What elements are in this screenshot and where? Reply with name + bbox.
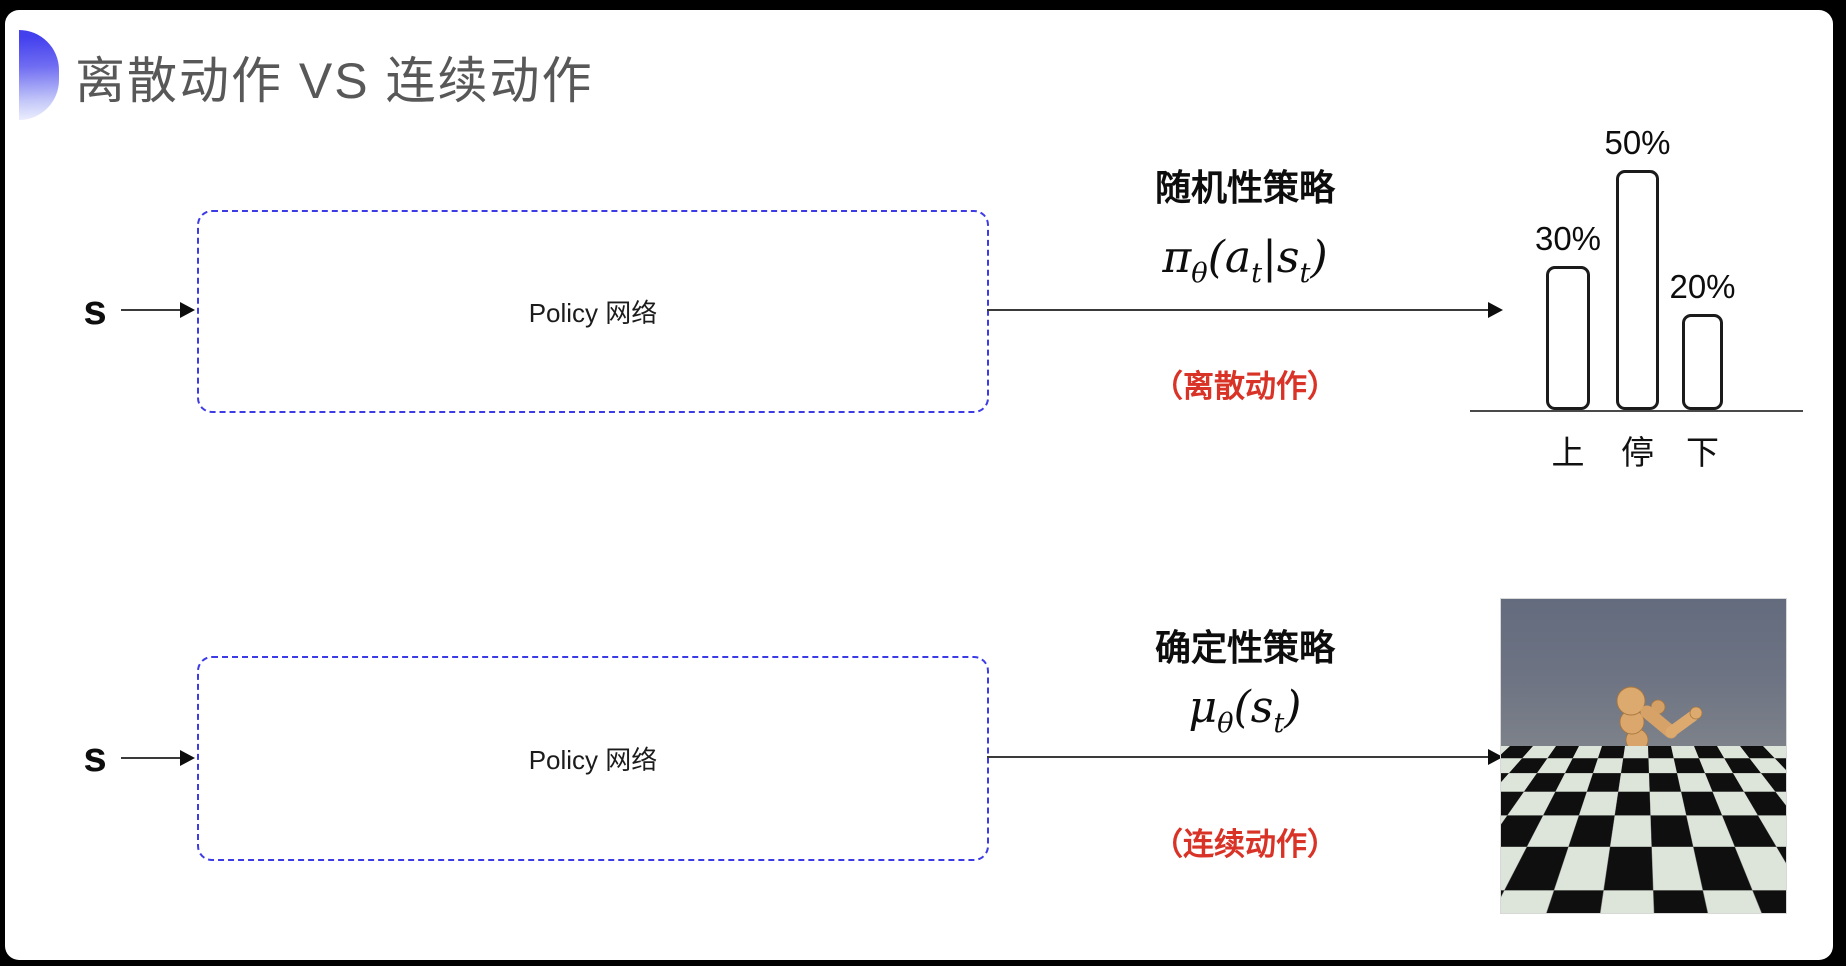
bar-category-label: 上 <box>1552 426 1585 474</box>
bar-column-stop: 50% 停 <box>1616 124 1659 410</box>
formula-part: ) <box>1284 682 1301 733</box>
slide: 离散动作 VS 连续动作 s Policy 网络 随机性策略 πθ(at|st)… <box>5 10 1833 960</box>
bar-column-down: 20% 下 <box>1682 268 1723 410</box>
humanoid-simulation-image <box>1500 598 1787 914</box>
formula-subscript: t <box>1299 258 1310 289</box>
formula-subscript: θ <box>1217 708 1233 739</box>
bar <box>1682 314 1723 410</box>
state-input-label-bottom: s <box>73 734 117 780</box>
x-axis-line <box>1470 410 1803 412</box>
state-input-label-top: s <box>73 287 117 333</box>
bar-value-label: 50% <box>1604 124 1670 162</box>
formula-part: |s <box>1262 232 1299 283</box>
policy-network-box-top: Policy 网络 <box>197 210 989 413</box>
formula-symbol: μ <box>1189 682 1218 733</box>
bar-chart: 30% 上 50% 停 20% 下 <box>1460 108 1815 470</box>
arrow-shaft <box>121 757 185 759</box>
deterministic-policy-formula: μθ(st) <box>1090 682 1400 739</box>
input-arrow-top <box>121 301 195 319</box>
humanoid-figure-icon <box>1501 599 1786 913</box>
bar-column-up: 30% 上 <box>1546 220 1590 410</box>
formula-part: (s <box>1234 682 1274 733</box>
title-accent-half-circle-icon <box>19 30 59 120</box>
formula-part: (a <box>1208 232 1251 283</box>
input-arrow-bottom <box>121 749 195 767</box>
bar-category-label: 停 <box>1621 426 1654 474</box>
policy-type-stochastic: 随机性策略 <box>1090 159 1400 211</box>
policy-network-label: Policy 网络 <box>529 293 658 330</box>
arrowhead-icon <box>180 302 195 318</box>
stochastic-policy-formula: πθ(at|st) <box>1090 232 1400 289</box>
formula-subscript: θ <box>1191 258 1207 289</box>
arrow-shaft <box>121 309 185 311</box>
arrowhead-icon <box>180 750 195 766</box>
page-title: 离散动作 VS 连续动作 <box>75 41 593 113</box>
formula-subscript: t <box>1273 708 1284 739</box>
arrow-shaft <box>987 309 1493 311</box>
bar <box>1546 266 1590 410</box>
formula-symbol: π <box>1162 232 1191 283</box>
bar-value-label: 20% <box>1669 268 1735 306</box>
policy-network-label: Policy 网络 <box>529 740 658 777</box>
bar <box>1616 170 1659 410</box>
formula-part: ) <box>1310 232 1327 283</box>
arrow-shaft <box>987 756 1493 758</box>
output-arrow-top <box>987 301 1503 319</box>
continuous-action-note: （连续动作） <box>1090 819 1400 864</box>
policy-type-deterministic: 确定性策略 <box>1090 619 1400 671</box>
output-arrow-bottom <box>987 748 1503 766</box>
discrete-action-note: （离散动作） <box>1090 361 1400 406</box>
policy-network-box-bottom: Policy 网络 <box>197 656 989 861</box>
formula-subscript: t <box>1251 258 1262 289</box>
bar-category-label: 下 <box>1686 426 1719 474</box>
bar-value-label: 30% <box>1535 220 1601 258</box>
